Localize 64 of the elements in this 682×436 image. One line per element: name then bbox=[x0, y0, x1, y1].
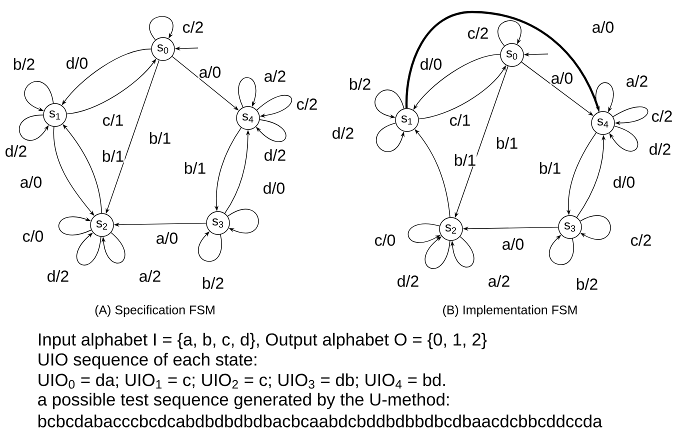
text-line: Input alphabet I = {a, b, c, d}, Output alphabet O = {0, 1, 2} bbox=[38, 332, 487, 350]
edge-label: d/2 bbox=[331, 126, 355, 140]
edge-label: c/2 bbox=[466, 26, 490, 40]
self-loop-arrow bbox=[238, 77, 256, 108]
self-loop-arrow bbox=[376, 122, 404, 152]
edge-label: c/2 bbox=[182, 20, 204, 34]
edge-label: b/2 bbox=[348, 78, 372, 90]
edge-label: a/0 bbox=[155, 232, 179, 244]
edge-label: c/1 bbox=[448, 114, 472, 126]
edge-label: b/1 bbox=[183, 162, 207, 174]
edge-label: a/0 bbox=[550, 72, 574, 84]
edge-label: c/1 bbox=[102, 114, 124, 126]
edge-label: d/2 bbox=[648, 142, 672, 156]
edge-label: a/0 bbox=[501, 238, 525, 250]
edge-label: d/0 bbox=[65, 56, 89, 70]
edge-label: a/2 bbox=[487, 274, 511, 288]
text-line: UIO sequence of each state: bbox=[38, 352, 256, 370]
edge-label: b/2 bbox=[201, 276, 225, 290]
edge-label: a/2 bbox=[138, 270, 162, 282]
edge-label: c/2 bbox=[630, 234, 652, 246]
edge-label: d/2 bbox=[263, 148, 287, 162]
edge-label: b/1 bbox=[101, 150, 125, 162]
self-loop-arrow bbox=[18, 114, 49, 141]
edge-label: c/2 bbox=[296, 98, 318, 110]
self-loop-arrow bbox=[596, 82, 614, 112]
edge-label: d/0 bbox=[419, 58, 443, 70]
self-loop-arrow bbox=[227, 208, 259, 234]
self-loop-arrow bbox=[498, 20, 522, 46]
figure-caption: (A) Specification FSM bbox=[95, 305, 214, 317]
self-loop-arrow bbox=[256, 94, 292, 118]
edge-label: b/1 bbox=[148, 132, 172, 144]
edge-label: a/0 bbox=[19, 176, 43, 188]
edge-label: a/0 bbox=[198, 66, 222, 78]
self-loop-arrow bbox=[76, 232, 102, 266]
edge-label: d/2 bbox=[46, 270, 70, 282]
edge-label: b/1 bbox=[538, 162, 562, 174]
edge-label: d/2 bbox=[4, 144, 28, 158]
text-line: bcbcdabacccbcdcabdbdbdbdbacbcaabdcbddbdbbdbcdbaacdcbbcddccda bbox=[38, 414, 602, 428]
edge-label: d/2 bbox=[396, 274, 420, 288]
edge-label: c/2 bbox=[650, 110, 674, 122]
self-loop-arrow bbox=[101, 232, 126, 264]
self-loop-arrow bbox=[612, 106, 648, 126]
self-loop-arrow bbox=[450, 236, 474, 268]
self-loop-arrow bbox=[24, 81, 54, 111]
text-line: a possible test sequence generated by the U-method: bbox=[38, 392, 449, 410]
edge-label: b/1 bbox=[495, 136, 519, 150]
edge-label: a/0 bbox=[591, 20, 615, 34]
transition-arrow bbox=[521, 62, 594, 116]
edge-label: b/1 bbox=[453, 154, 477, 166]
edge-label: d/0 bbox=[262, 182, 286, 194]
self-loop-arrow bbox=[374, 90, 404, 118]
edge-label: c/0 bbox=[374, 234, 396, 246]
figure-caption: (B) Implementation FSM bbox=[443, 305, 577, 317]
edge-label: b/2 bbox=[575, 278, 599, 290]
edge-label: c/0 bbox=[22, 230, 44, 242]
edge-label: a/2 bbox=[263, 70, 287, 82]
self-loop-arrow bbox=[58, 216, 92, 236]
edge-label: b/2 bbox=[12, 58, 36, 70]
self-loop-arrow bbox=[580, 215, 611, 240]
self-loop-arrow bbox=[149, 16, 174, 40]
edge-label: d/0 bbox=[612, 176, 636, 188]
self-loop-arrow bbox=[609, 126, 638, 152]
edge-label: a/2 bbox=[625, 74, 649, 88]
text-line: UIO$_{0}$ = da; UIO$_{1}$ = c; UIO$_{2}$ = c; UIO$_{3}$ = db; UIO$_{4}$ = bd. bbox=[38, 373, 445, 389]
